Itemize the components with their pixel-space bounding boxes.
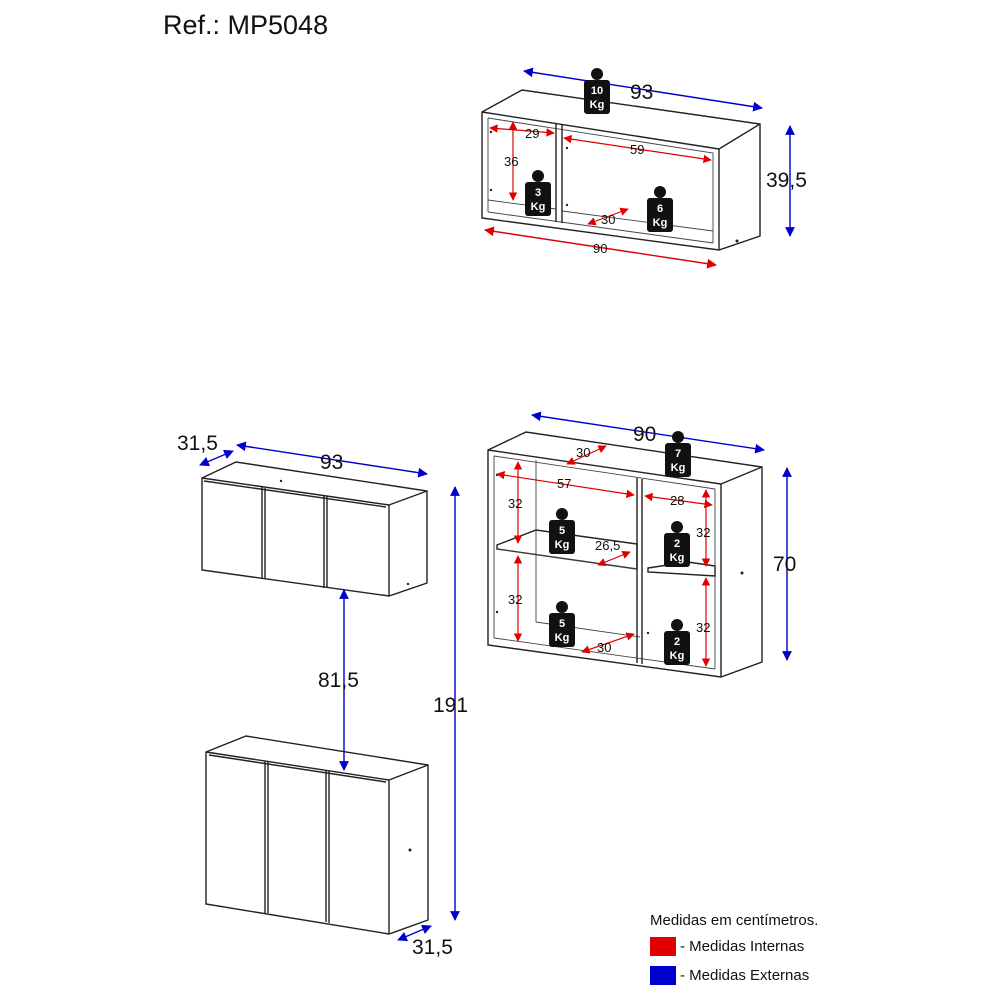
top-depth-int-line	[587, 207, 629, 226]
shelf-right-width-label: 28	[670, 493, 684, 508]
shelf-left-upper-height-label: 32	[508, 496, 522, 511]
svg-text:Kg: Kg	[590, 99, 605, 111]
legend: Medidas em centímetros. - Medidas Intern…	[650, 912, 818, 990]
shelf-width-ext-line	[531, 411, 765, 454]
top-niche-right-width-label: 59	[630, 142, 644, 157]
shelf-width-ext-label: 90	[633, 423, 656, 446]
svg-text:5: 5	[559, 525, 565, 537]
top-niche-left-width-line	[489, 124, 555, 137]
open-shelf-unit	[487, 431, 763, 678]
svg-text:3: 3	[535, 187, 541, 199]
svg-text:Kg: Kg	[671, 462, 686, 474]
shelf-right-width-line	[644, 492, 713, 509]
top-niche-right-width-line	[563, 134, 712, 164]
top-niche-left-height-label: 36	[504, 154, 518, 169]
weight-icon: 5 Kg	[549, 601, 575, 647]
wardrobe-width-top-line	[236, 441, 428, 478]
svg-text:5: 5	[559, 618, 565, 630]
shelf-left-width-label: 57	[557, 476, 571, 491]
top-width-ext-label: 93	[630, 81, 653, 104]
legend-internal-swatch	[650, 937, 676, 956]
top-width-int-line	[484, 226, 717, 269]
wardrobe-width-top-label: 93	[320, 451, 343, 474]
wardrobe-total-height-label: 191	[433, 694, 468, 717]
svg-text:Kg: Kg	[670, 552, 685, 564]
wardrobe-depth-bottom-line	[397, 924, 432, 942]
upper-wall-cabinet	[201, 461, 428, 597]
weight-icon: 3 Kg	[525, 170, 551, 216]
shelf-depth-bottom-line	[581, 632, 635, 654]
svg-text:7: 7	[675, 448, 681, 460]
wardrobe-gap-label: 81,5	[318, 669, 359, 692]
top-height-ext-label: 39,5	[766, 169, 807, 192]
svg-text:2: 2	[674, 538, 680, 550]
top-niche-left-width-label: 29	[525, 126, 539, 141]
shelf-depth-bottom-label: 30	[597, 640, 611, 655]
svg-text:10: 10	[591, 85, 603, 97]
legend-internal-label: - Medidas Internas	[680, 938, 805, 955]
wardrobe-depth-top-line	[199, 449, 234, 467]
lower-base-cabinet	[205, 735, 429, 935]
weight-icon: 6 Kg	[647, 186, 673, 232]
svg-text:Kg: Kg	[653, 217, 668, 229]
svg-text:Kg: Kg	[555, 632, 570, 644]
svg-text:Kg: Kg	[531, 201, 546, 213]
top-width-int-label: 90	[593, 241, 607, 256]
shelf-left-lower-height-label: 32	[508, 592, 522, 607]
svg-text:6: 6	[657, 203, 663, 215]
top-depth-int-label: 30	[601, 212, 615, 227]
weight-icon: 2 Kg	[664, 619, 690, 665]
shelf-height-ext-label: 70	[773, 553, 796, 576]
reference-title: Ref.: MP5048	[163, 10, 329, 40]
svg-text:Kg: Kg	[670, 650, 685, 662]
top-niche-cabinet	[481, 89, 761, 251]
svg-text:2: 2	[674, 636, 680, 648]
shelf-depth-top-line	[566, 445, 607, 465]
legend-external-swatch	[650, 966, 676, 985]
legend-external: - Medidas Externas	[650, 961, 818, 990]
svg-text:Kg: Kg	[555, 539, 570, 551]
legend-title: Medidas em centímetros.	[650, 912, 819, 929]
wardrobe-depth-top-label: 31,5	[177, 432, 218, 455]
weight-icon: 7 Kg	[665, 431, 691, 477]
top-width-ext-line	[523, 67, 763, 112]
weight-icon: 10 Kg	[584, 68, 610, 114]
weight-icon: 5 Kg	[549, 508, 575, 554]
shelf-right-lower-height-label: 32	[696, 620, 710, 635]
legend-internal: - Medidas Internas	[650, 932, 818, 961]
shelf-depth-middle-label: 26,5	[595, 538, 620, 553]
legend-external-label: - Medidas Externas	[680, 967, 810, 984]
shelf-right-upper-height-label: 32	[696, 525, 710, 540]
weight-icon: 2 Kg	[664, 521, 690, 567]
shelf-depth-top-label: 30	[576, 445, 590, 460]
shelf-depth-middle-line	[597, 550, 631, 567]
wardrobe-depth-bottom-label: 31,5	[412, 936, 453, 959]
